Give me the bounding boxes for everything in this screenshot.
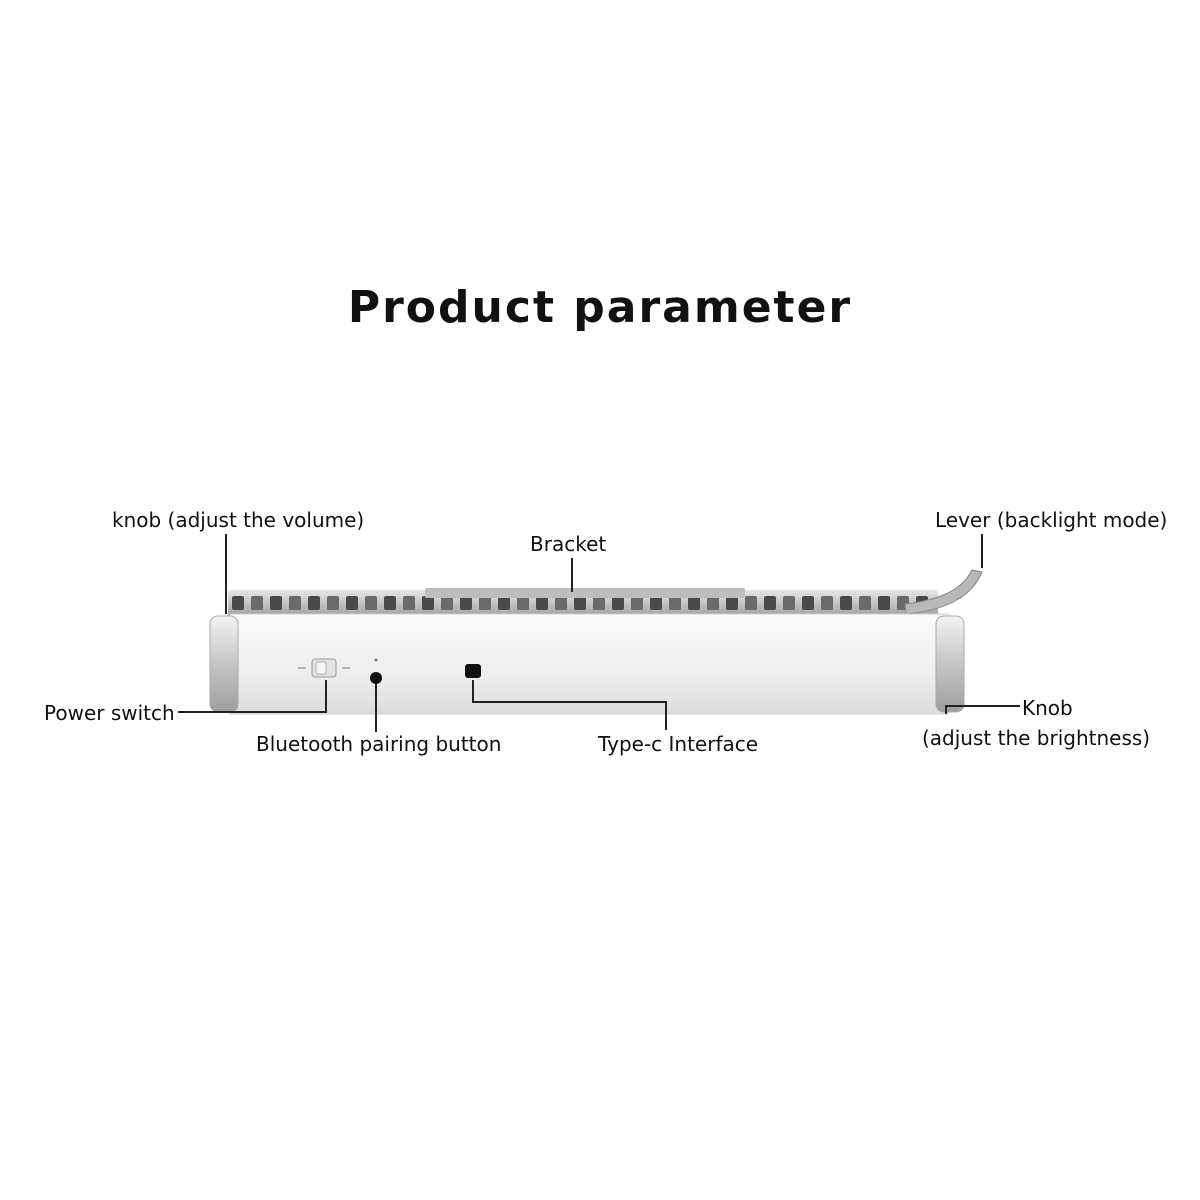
volume-knob-icon [209, 615, 239, 713]
keycap [574, 596, 586, 610]
keycap [555, 596, 567, 610]
keycap [498, 596, 510, 610]
keycap [422, 596, 434, 610]
brightness-knob-icon [935, 615, 965, 713]
device-body [229, 613, 949, 715]
keycap [536, 596, 548, 610]
keycap [346, 596, 358, 610]
label-bracket: Bracket [530, 532, 607, 556]
label-bluetooth-pairing: Bluetooth pairing button [256, 732, 502, 756]
bracket-bar [425, 588, 745, 598]
slide-switch-icon [298, 658, 350, 678]
keycap [859, 596, 871, 610]
keycap [726, 596, 738, 610]
leader-knob-brightness [945, 705, 1020, 714]
keycap [840, 596, 852, 610]
keycap [232, 596, 244, 610]
keycap [308, 596, 320, 610]
keycap [289, 596, 301, 610]
keycap [593, 596, 605, 610]
usb-c-port-icon [465, 664, 481, 678]
label-type-c: Type-c Interface [598, 732, 759, 756]
keycap [479, 596, 491, 610]
lever-icon [904, 569, 983, 615]
keycap [650, 596, 662, 610]
keycap [612, 596, 624, 610]
keycap [517, 596, 529, 610]
label-knob-brightness-desc: (adjust the brightness) [922, 726, 1151, 750]
keycap [783, 596, 795, 610]
keycap [745, 596, 757, 610]
keycap [764, 596, 776, 610]
keycap [878, 596, 890, 610]
keycap [688, 596, 700, 610]
keycap [327, 596, 339, 610]
label-lever: Lever (backlight mode) [935, 508, 1168, 532]
label-knob-brightness-title: Knob [1022, 696, 1073, 720]
pinhole-button-icon [370, 672, 382, 684]
leader-type-c [472, 680, 667, 730]
leader-lines [178, 534, 1020, 732]
keycap-row [228, 590, 938, 618]
keycap [802, 596, 814, 610]
label-power-switch: Power switch [44, 701, 175, 725]
keycap [365, 596, 377, 610]
leader-power-switch [178, 680, 327, 713]
keycap [251, 596, 263, 610]
keycap [707, 596, 719, 610]
keycap [821, 596, 833, 610]
keycap [441, 596, 453, 610]
keycap [631, 596, 643, 610]
label-knob-volume: knob (adjust the volume) [112, 508, 365, 532]
keycap [384, 596, 396, 610]
keycap [403, 596, 415, 610]
keycap [460, 596, 472, 610]
keycap [270, 596, 282, 610]
keycap [669, 596, 681, 610]
page-title: Product parameter [347, 282, 853, 333]
